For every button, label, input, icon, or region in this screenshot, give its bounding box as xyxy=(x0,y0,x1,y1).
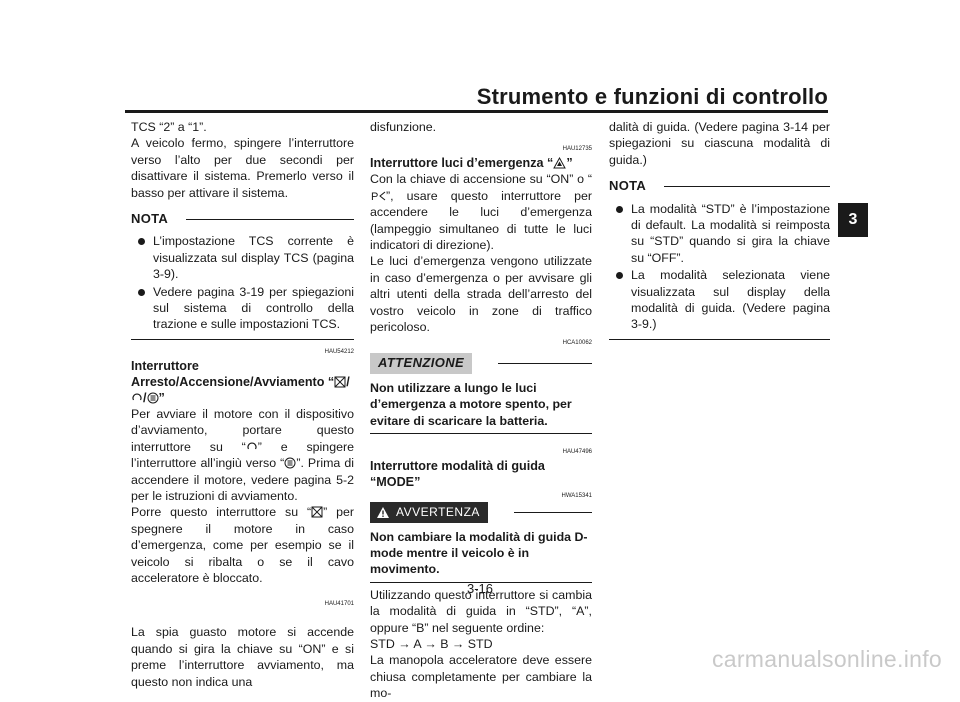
divider xyxy=(609,338,830,340)
attention-badge: ATTENZIONE xyxy=(370,353,473,374)
list-item: La modalità “STD” è l’impostazione di de… xyxy=(609,201,830,267)
divider xyxy=(498,363,592,365)
text-paragraph: dalità di guida. (Vedere pagina 3-14 per… xyxy=(609,120,830,167)
text-paragraph: La spia guasto motore si accende quando … xyxy=(131,625,354,689)
engine-run-icon xyxy=(247,442,257,449)
section-heading: Interruttore luci d’emergenza “” xyxy=(370,156,573,171)
text-paragraph: Per avviare il motore con il dispositivo… xyxy=(131,406,355,503)
parking-icon: P xyxy=(371,191,386,202)
nota-label: NOTA xyxy=(131,211,169,227)
nota-heading: NOTA xyxy=(609,178,830,194)
reference-code: HAU12735 xyxy=(562,146,592,153)
mode-sequence: STD → A → B → STD xyxy=(370,636,493,651)
bullet-icon xyxy=(616,205,623,213)
page-number: 3-16 xyxy=(466,581,494,596)
reference-code: HAU54212 xyxy=(324,348,354,355)
text-paragraph: Con la chiave di accensione su “ON” o “P… xyxy=(370,172,592,253)
svg-text:P: P xyxy=(371,191,378,202)
divider xyxy=(513,511,592,513)
engine-run-icon xyxy=(132,393,142,401)
engine-stop-icon xyxy=(334,376,346,388)
warning-heading: AVVERTENZA xyxy=(370,502,592,523)
column-right: dalità di guida. (Vedere pagina 3-14 per… xyxy=(609,119,830,340)
start-icon xyxy=(284,457,296,469)
page-header-title: Strumento e funzioni di controllo xyxy=(476,84,828,109)
nota-heading: NOTA xyxy=(131,211,354,227)
start-icon xyxy=(147,392,158,404)
divider xyxy=(370,433,592,435)
warning-badge: AVVERTENZA xyxy=(370,502,488,523)
reference-code: HCA10062 xyxy=(562,340,592,347)
chapter-tab[interactable]: 3 xyxy=(838,203,868,237)
reference-code: HAU47496 xyxy=(562,449,592,456)
hazard-icon xyxy=(553,157,567,169)
list-item: Vedere pagina 3-19 per spiegazioni sul s… xyxy=(131,284,354,333)
engine-stop-icon xyxy=(311,506,323,518)
nota-label: NOTA xyxy=(609,178,647,194)
text-paragraph: TCS “2” a “1”. xyxy=(131,120,207,134)
text-paragraph: Le luci d’emergenza vengono utilizzate i… xyxy=(370,254,592,335)
reference-code: HWA15341 xyxy=(561,493,592,500)
list-item: La modalità selezionata viene visualizza… xyxy=(609,267,830,333)
attention-text: Non utilizzare a lungo le luci d’emergen… xyxy=(370,380,572,428)
text-paragraph: disfunzione. xyxy=(370,120,437,134)
section-heading: Interruttore modalità di guida “MODE” xyxy=(370,459,545,490)
warning-triangle-icon xyxy=(377,506,389,518)
column-middle: disfunzione. HAU12735 Interruttore luci … xyxy=(370,119,592,702)
bullet-icon xyxy=(616,272,623,280)
text-paragraph: Porre questo interruttore su “” per speg… xyxy=(131,505,354,585)
warning-text: Non cambiare la modalità di guida D-mode… xyxy=(370,529,588,577)
text-paragraph: A veicolo fermo, spingere l’interruttore… xyxy=(131,136,354,200)
list-item: L’impostazione TCS corrente è visualizza… xyxy=(131,233,354,282)
nota-list: La modalità “STD” è l’impostazione di de… xyxy=(609,201,830,333)
attention-heading: ATTENZIONE xyxy=(370,353,592,374)
header-rule xyxy=(125,110,828,113)
section-heading: Interruttore Arresto/Accensione/Avviamen… xyxy=(131,358,350,405)
bullet-icon xyxy=(138,288,145,296)
bullet-icon xyxy=(138,238,145,246)
nota-list: L’impostazione TCS corrente è visualizza… xyxy=(131,233,354,332)
watermark: carmanualsonline.info xyxy=(711,646,942,672)
text-paragraph: Utilizzando questo interruttore si cambi… xyxy=(370,587,592,635)
text-paragraph: La manopola acceleratore deve essere chi… xyxy=(370,653,592,701)
divider xyxy=(664,185,830,187)
divider xyxy=(370,581,592,583)
divider xyxy=(186,218,354,220)
column-left: TCS “2” a “1”. A veicolo fermo, spingere… xyxy=(131,119,354,690)
reference-code: HAU41701 xyxy=(324,601,354,608)
divider xyxy=(131,338,354,340)
